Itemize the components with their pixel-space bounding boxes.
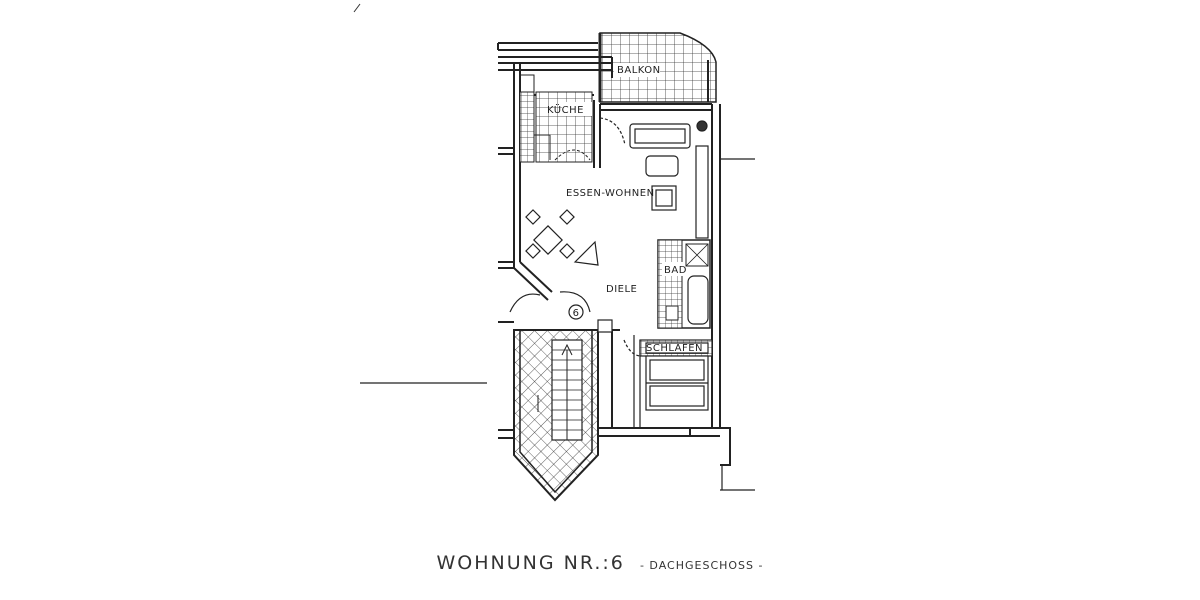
bathroom — [657, 239, 711, 329]
room-label-balkon: BALKON — [617, 65, 661, 76]
outer-walls — [497, 42, 731, 466]
room-label-schlafen: SCHLAFEN — [646, 343, 703, 354]
balcony — [598, 32, 717, 103]
room-label-bad: BAD — [664, 265, 687, 276]
plan-caption: WOHNUNG NR.:6 - DACHGESCHOSS - — [0, 552, 1200, 574]
stairwell — [498, 291, 620, 502]
living-furniture — [599, 117, 709, 239]
bedroom — [623, 335, 713, 428]
caption-subtitle: - DACHGESCHOSS - — [639, 559, 764, 572]
svg-text:6: 6 — [573, 308, 580, 319]
room-label-diele: DIELE — [606, 284, 637, 295]
kitchen — [519, 74, 593, 163]
reference-lines — [360, 158, 755, 491]
room-label-essen-wohnen: ESSEN-WOHNEN — [566, 188, 655, 199]
stair-marker: 6 — [568, 304, 584, 320]
dining-set — [525, 209, 599, 266]
room-label-kueche: KÜCHE — [547, 103, 584, 116]
margin-mark — [353, 3, 361, 13]
caption-title: WOHNUNG NR.:6 — [436, 552, 625, 574]
